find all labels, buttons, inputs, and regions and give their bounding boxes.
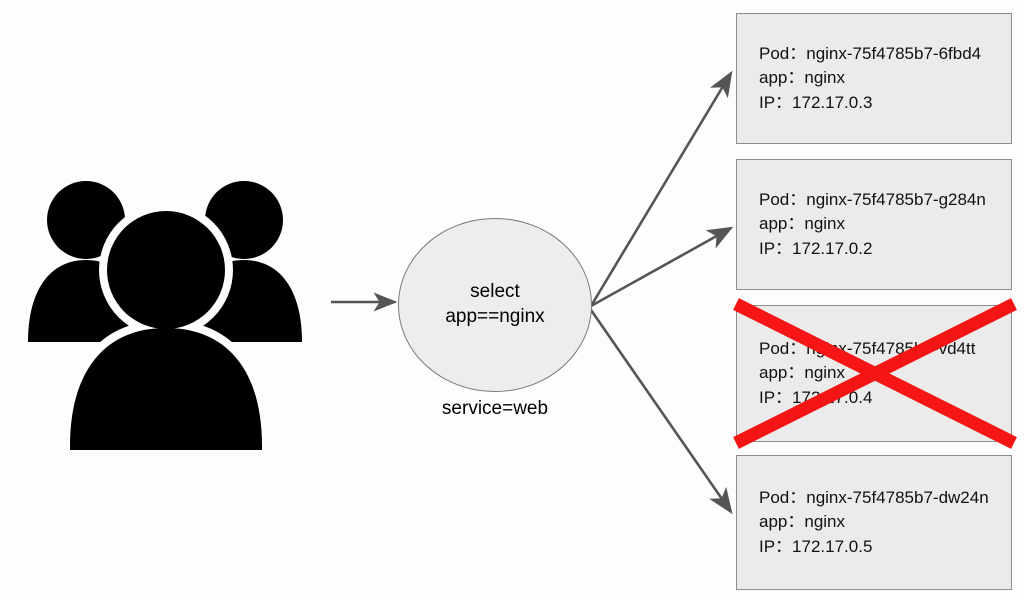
pod-box[interactable]: Pod：nginx-75f4785b7-g284n app：nginx IP：1… bbox=[736, 159, 1012, 290]
pod-box[interactable]: Pod：nginx-75f4785b7-6fbd4 app：nginx IP：1… bbox=[736, 13, 1012, 144]
service-selector-expression: app==nginx bbox=[445, 306, 545, 327]
service-to-pod-1-arrow bbox=[589, 70, 733, 307]
pod-ip-line: IP：172.17.0.5 bbox=[759, 536, 873, 556]
pod-ip-line: IP：172.17.0.2 bbox=[759, 238, 873, 258]
pod-app-line: app：nginx bbox=[759, 512, 846, 532]
pod-name-line: Pod：nginx-75f4785b7-6fbd4 bbox=[759, 43, 982, 63]
pod-box-disabled[interactable]: Pod：nginx-75f4785b7-vd4tt app：nginx IP：1… bbox=[736, 305, 1012, 442]
pod-name-line: Pod：nginx-75f4785b7-g284n bbox=[759, 189, 986, 209]
pod-ip-line: IP：172.17.0.3 bbox=[759, 92, 873, 112]
pod-app-line: app：nginx bbox=[759, 214, 846, 234]
pod-box[interactable]: Pod：nginx-75f4785b7-dw24n app：nginx IP：1… bbox=[736, 455, 1012, 590]
pod-app-line: app：nginx bbox=[759, 68, 846, 88]
pod-name-line: Pod：nginx-75f4785b7-dw24n bbox=[759, 487, 989, 507]
users-group-icon bbox=[28, 181, 302, 450]
service-to-pod-4-arrow bbox=[589, 309, 733, 515]
pod-name-line: Pod：nginx-75f4785b7-vd4tt bbox=[759, 338, 976, 358]
service-caption: service=web bbox=[441, 398, 549, 419]
service-select-keyword: select bbox=[470, 281, 520, 303]
service-to-pod-2-arrow bbox=[590, 226, 734, 308]
pod-app-line: app：nginx bbox=[759, 363, 846, 383]
pod-ip-line: IP：172.17.0.4 bbox=[759, 387, 873, 407]
service-selector-node[interactable]: select app==nginx bbox=[398, 218, 592, 392]
